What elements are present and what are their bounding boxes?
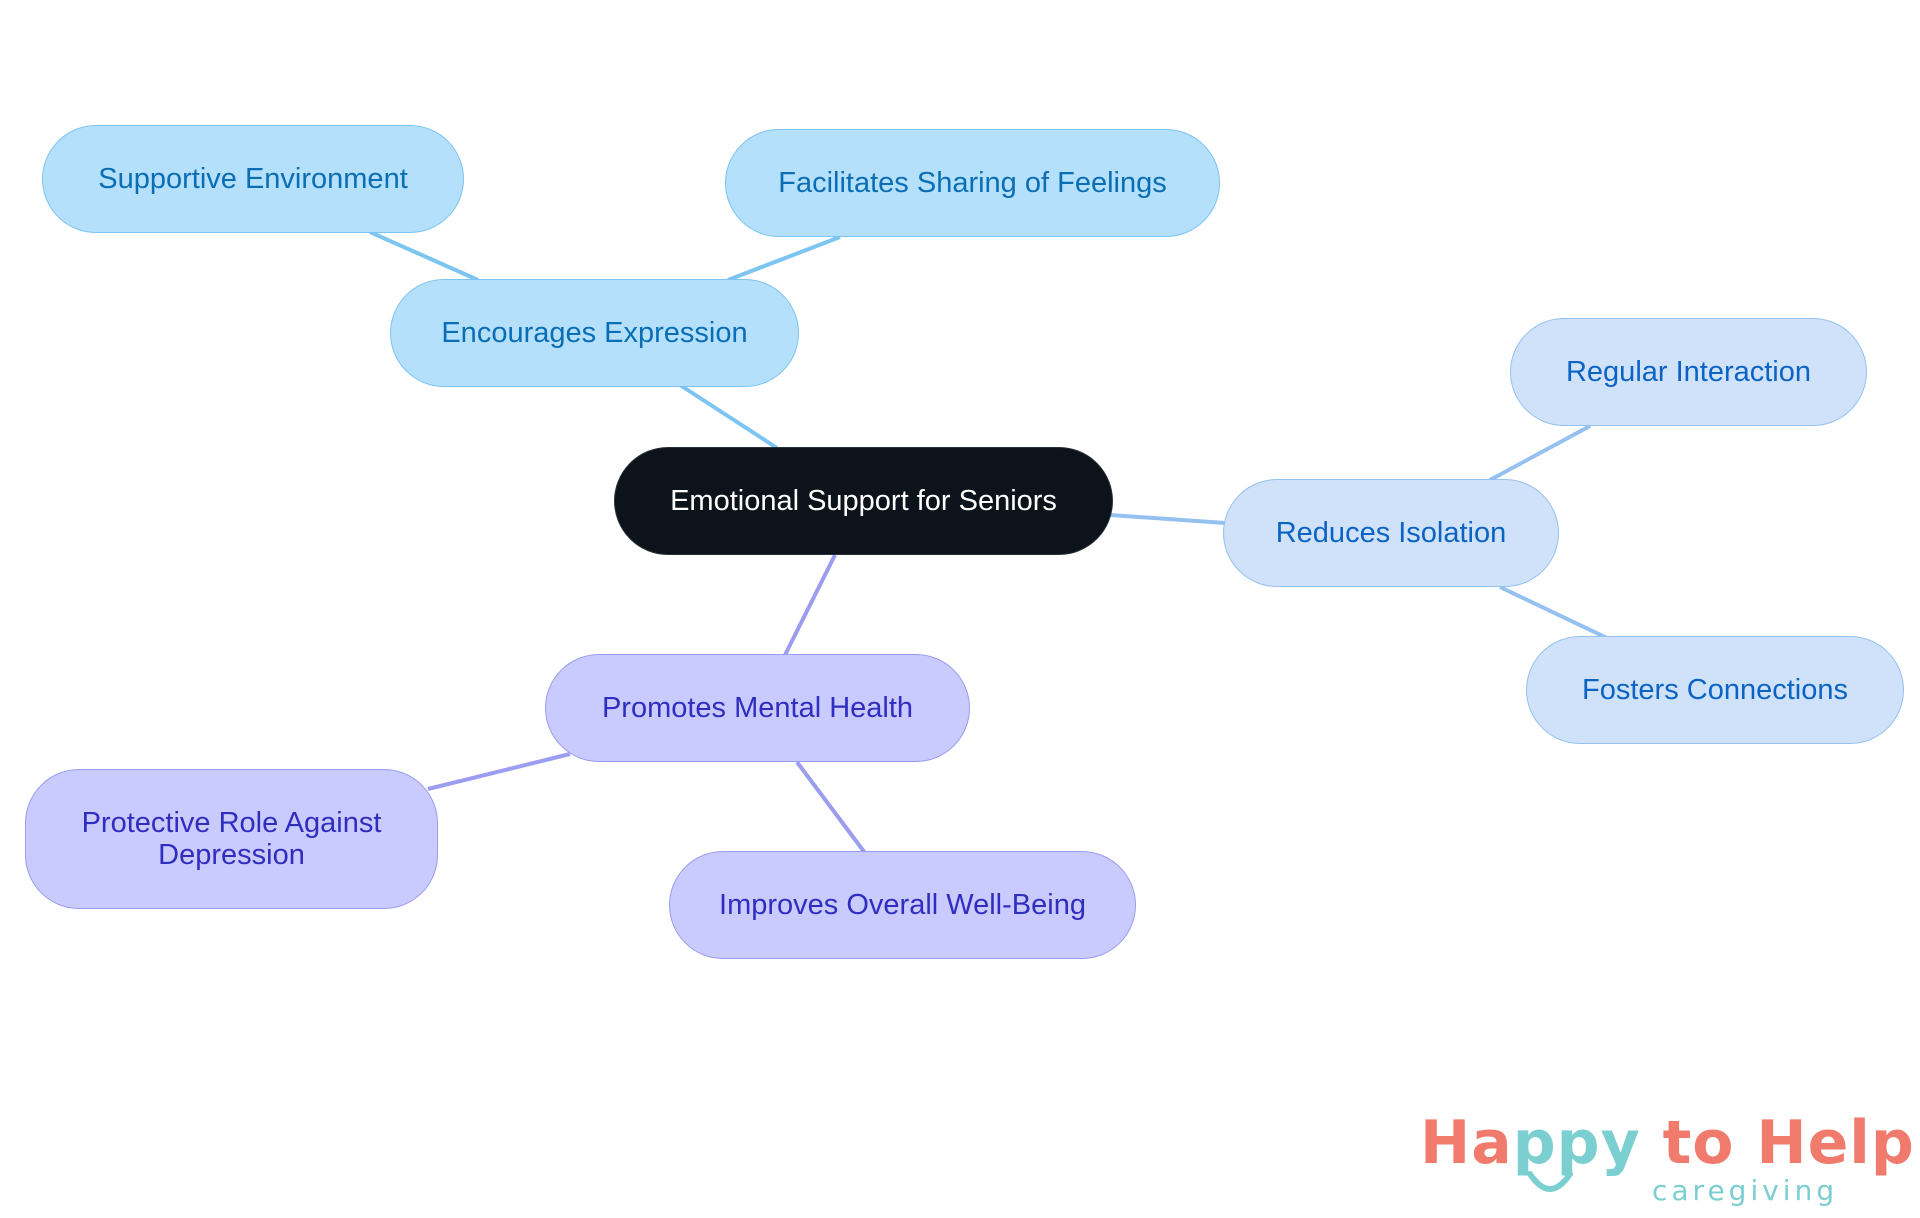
node-protective-role-against-depression[interactable]: Protective Role Against Depression (25, 769, 438, 909)
node-label: Promotes Mental Health (601, 692, 914, 724)
node-improves-overall-well-being[interactable]: Improves Overall Well-Being (669, 851, 1136, 959)
node-fosters-connections[interactable]: Fosters Connections (1526, 636, 1904, 744)
logo-word-ha: Ha (1420, 1108, 1513, 1178)
edge-reduces-to-fosters-connections (1499, 585, 1608, 640)
node-supportive-environment[interactable]: Supportive Environment (42, 125, 464, 233)
node-encourages-expression[interactable]: Encourages Expression (390, 279, 799, 387)
smile-icon (1527, 1171, 1573, 1192)
node-label: Supportive Environment (98, 163, 408, 195)
node-promotes-mental-health[interactable]: Promotes Mental Health (545, 654, 970, 762)
logo-wordmark: Happy to Help (1420, 1108, 1915, 1178)
edge-promotes-to-protective-role (427, 752, 571, 791)
node-reduces-isolation[interactable]: Reduces Isolation (1223, 479, 1559, 587)
edge-root-to-encourages-expression (678, 383, 779, 450)
node-regular-interaction[interactable]: Regular Interaction (1510, 318, 1867, 426)
edge-root-to-promotes-mental-health (783, 554, 837, 656)
node-label: Protective Role Against Depression (81, 807, 382, 871)
node-label: Reduces Isolation (1275, 517, 1507, 549)
edge-encourages-to-facilitates-sharing (727, 235, 841, 282)
happy-to-help-logo: Happy to Help caregiving (1420, 1108, 1914, 1218)
logo-tagline: caregiving (1652, 1174, 1839, 1207)
node-label: Regular Interaction (1565, 356, 1812, 388)
edge-reduces-to-regular-interaction (1489, 424, 1591, 482)
logo-word-ppy: ppy (1512, 1108, 1641, 1178)
edge-encourages-to-supportive-environment (369, 230, 479, 282)
node-label: Encourages Expression (441, 317, 748, 349)
node-label: Fosters Connections (1582, 674, 1848, 706)
node-facilitates-sharing-of-feelings[interactable]: Facilitates Sharing of Feelings (725, 129, 1220, 237)
root-node[interactable]: Emotional Support for Seniors (614, 447, 1113, 555)
edge-promotes-to-improves-well-being (795, 760, 867, 855)
root-node-label: Emotional Support for Seniors (670, 485, 1057, 517)
logo-word-to-help: to Help (1640, 1108, 1915, 1178)
node-label: Improves Overall Well-Being (719, 889, 1086, 921)
node-label: Facilitates Sharing of Feelings (778, 167, 1167, 199)
edge-root-to-reduces-isolation (1109, 513, 1226, 525)
